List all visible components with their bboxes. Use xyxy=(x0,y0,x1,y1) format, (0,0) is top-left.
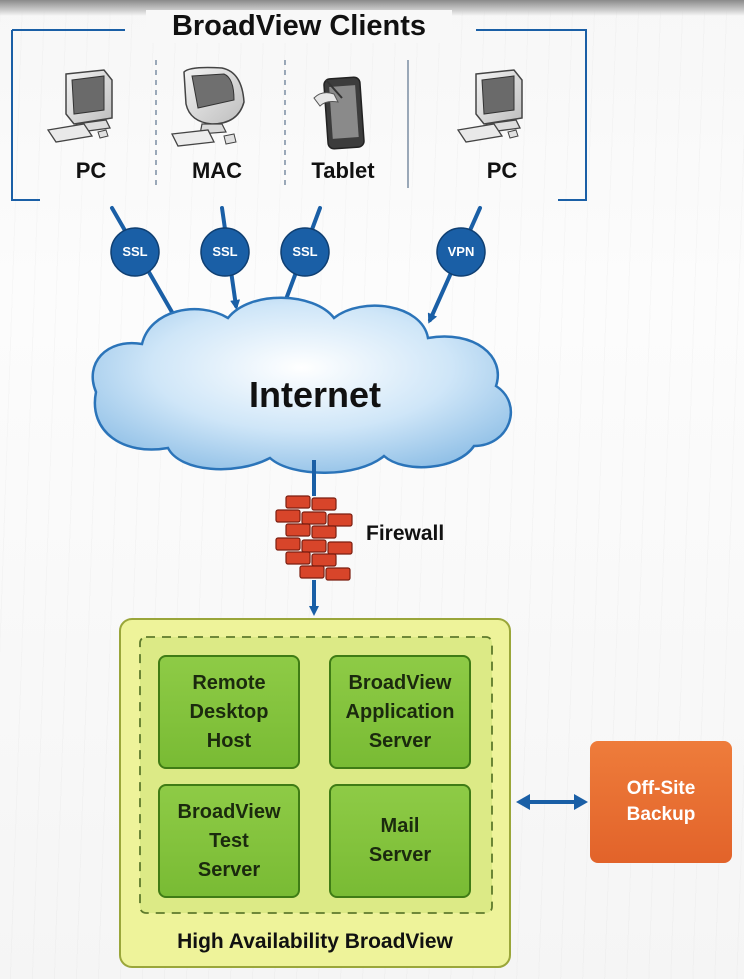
ssl-badge-label: SSL xyxy=(212,244,238,259)
clients-frame-right xyxy=(476,29,587,201)
firewall-icon xyxy=(275,495,353,581)
client-label-mac: MAC xyxy=(191,158,243,183)
ssl-badge-1 xyxy=(110,227,160,277)
ssl-badge-2 xyxy=(200,227,250,277)
clients-title: BroadView Clients xyxy=(146,10,452,43)
clients-frame-left xyxy=(11,30,40,201)
ssl-badge-3 xyxy=(280,227,330,277)
firewall-label: Firewall xyxy=(366,522,445,545)
tablet-icon xyxy=(313,76,365,150)
vpn-badge xyxy=(436,227,486,277)
server-broadview-test: BroadView Test Server xyxy=(158,784,300,898)
client-label-tablet: Tablet xyxy=(311,158,375,183)
imac-icon xyxy=(171,66,245,147)
client-label-pc: PC xyxy=(486,158,518,183)
server-mail: Mail Server xyxy=(329,784,471,898)
internet-cloud xyxy=(91,296,513,474)
ssl-badge-label: SSL xyxy=(122,244,148,259)
clients-frame xyxy=(11,29,587,201)
backup-link-arrow xyxy=(516,794,588,810)
ha-label: High Availability BroadView xyxy=(177,930,453,953)
ssl-badge-label: SSL xyxy=(292,244,318,259)
server-remote-desktop-host: Remote Desktop Host xyxy=(158,655,300,769)
server-broadview-application: BroadView Application Server xyxy=(329,655,471,769)
vpn-badge-label: VPN xyxy=(447,244,475,259)
desktop-pc-icon xyxy=(456,69,523,143)
client-label-pc: PC xyxy=(75,158,107,183)
connection-badges xyxy=(110,227,486,277)
client-dividers xyxy=(155,60,409,188)
off-site-backup-box: Off-Site Backup xyxy=(590,741,732,863)
desktop-pc-icon xyxy=(46,69,113,143)
internet-label: Internet xyxy=(248,374,381,415)
